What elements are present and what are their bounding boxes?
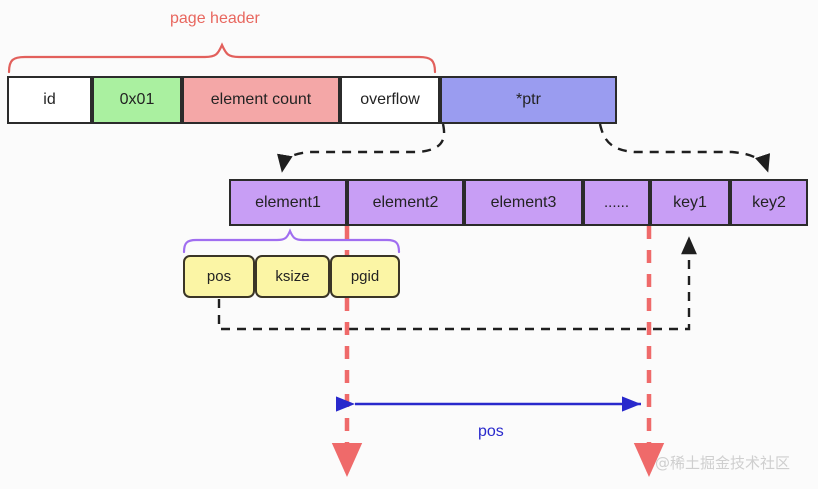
element-cell-3[interactable]: element3 — [464, 179, 583, 226]
element-cell-1[interactable]: element1 — [229, 179, 347, 226]
element-cell-ellipsis[interactable]: ...... — [583, 179, 650, 226]
element-cell-key1[interactable]: key1 — [650, 179, 730, 226]
pos-measure-label: pos — [478, 423, 504, 440]
page-header-brace — [7, 42, 437, 74]
element-cell-key2[interactable]: key2 — [730, 179, 808, 226]
field-overflow[interactable]: overflow — [340, 76, 440, 124]
element-detail-brace — [182, 228, 401, 254]
element-cell-2[interactable]: element2 — [347, 179, 464, 226]
ptr-to-key2-arrow — [598, 123, 771, 173]
page-header-label: page header — [170, 10, 260, 27]
watermark: @稀土掘金技术社区 — [655, 454, 791, 472]
ptr-to-element1-arrow — [277, 123, 446, 173]
field-id[interactable]: id — [7, 76, 92, 124]
field-element-count[interactable]: element count — [182, 76, 340, 124]
detail-cell-ksize[interactable]: ksize — [255, 255, 330, 298]
detail-cell-pgid[interactable]: pgid — [330, 255, 400, 298]
field-ptr[interactable]: *ptr — [440, 76, 617, 124]
detail-cell-pos[interactable]: pos — [183, 255, 255, 298]
field-magic[interactable]: 0x01 — [92, 76, 182, 124]
